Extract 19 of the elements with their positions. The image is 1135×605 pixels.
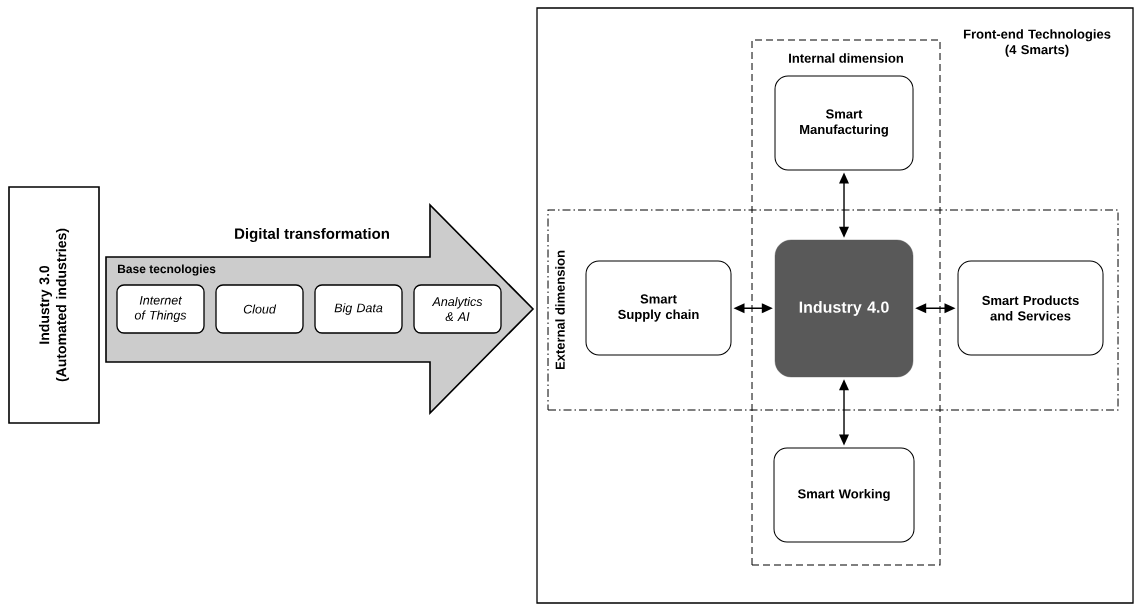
smart-box: Smart Manufacturing: [774, 75, 914, 171]
technology-box: Cloud: [215, 284, 304, 334]
technology-box: Internet of Things: [116, 284, 205, 334]
rotated-box: Industry 3.0 (Automated industries): [8, 186, 100, 424]
double-arrow: [733, 303, 773, 314]
double-arrow: [839, 379, 849, 446]
smart-box: Smart Products and Services: [957, 260, 1104, 356]
smart-box: Smart Supply chain: [585, 260, 732, 356]
arrow-heading: Digital transformation: [235, 227, 389, 242]
smart-box: Smart Working: [773, 447, 915, 543]
frame-title: Internal dimension: [789, 53, 903, 63]
frame-title: External dimension: [555, 250, 565, 370]
double-arrow: [839, 172, 849, 238]
technology-box: Analytics & AI: [413, 284, 502, 334]
panel-title: Front-end Technologies (4 Smarts): [963, 29, 1111, 57]
group-label: Base tecnologies: [118, 264, 216, 276]
double-arrow: [915, 303, 956, 314]
core-box: Industry 4.0: [774, 239, 914, 378]
technology-box: Big Data: [314, 284, 403, 334]
